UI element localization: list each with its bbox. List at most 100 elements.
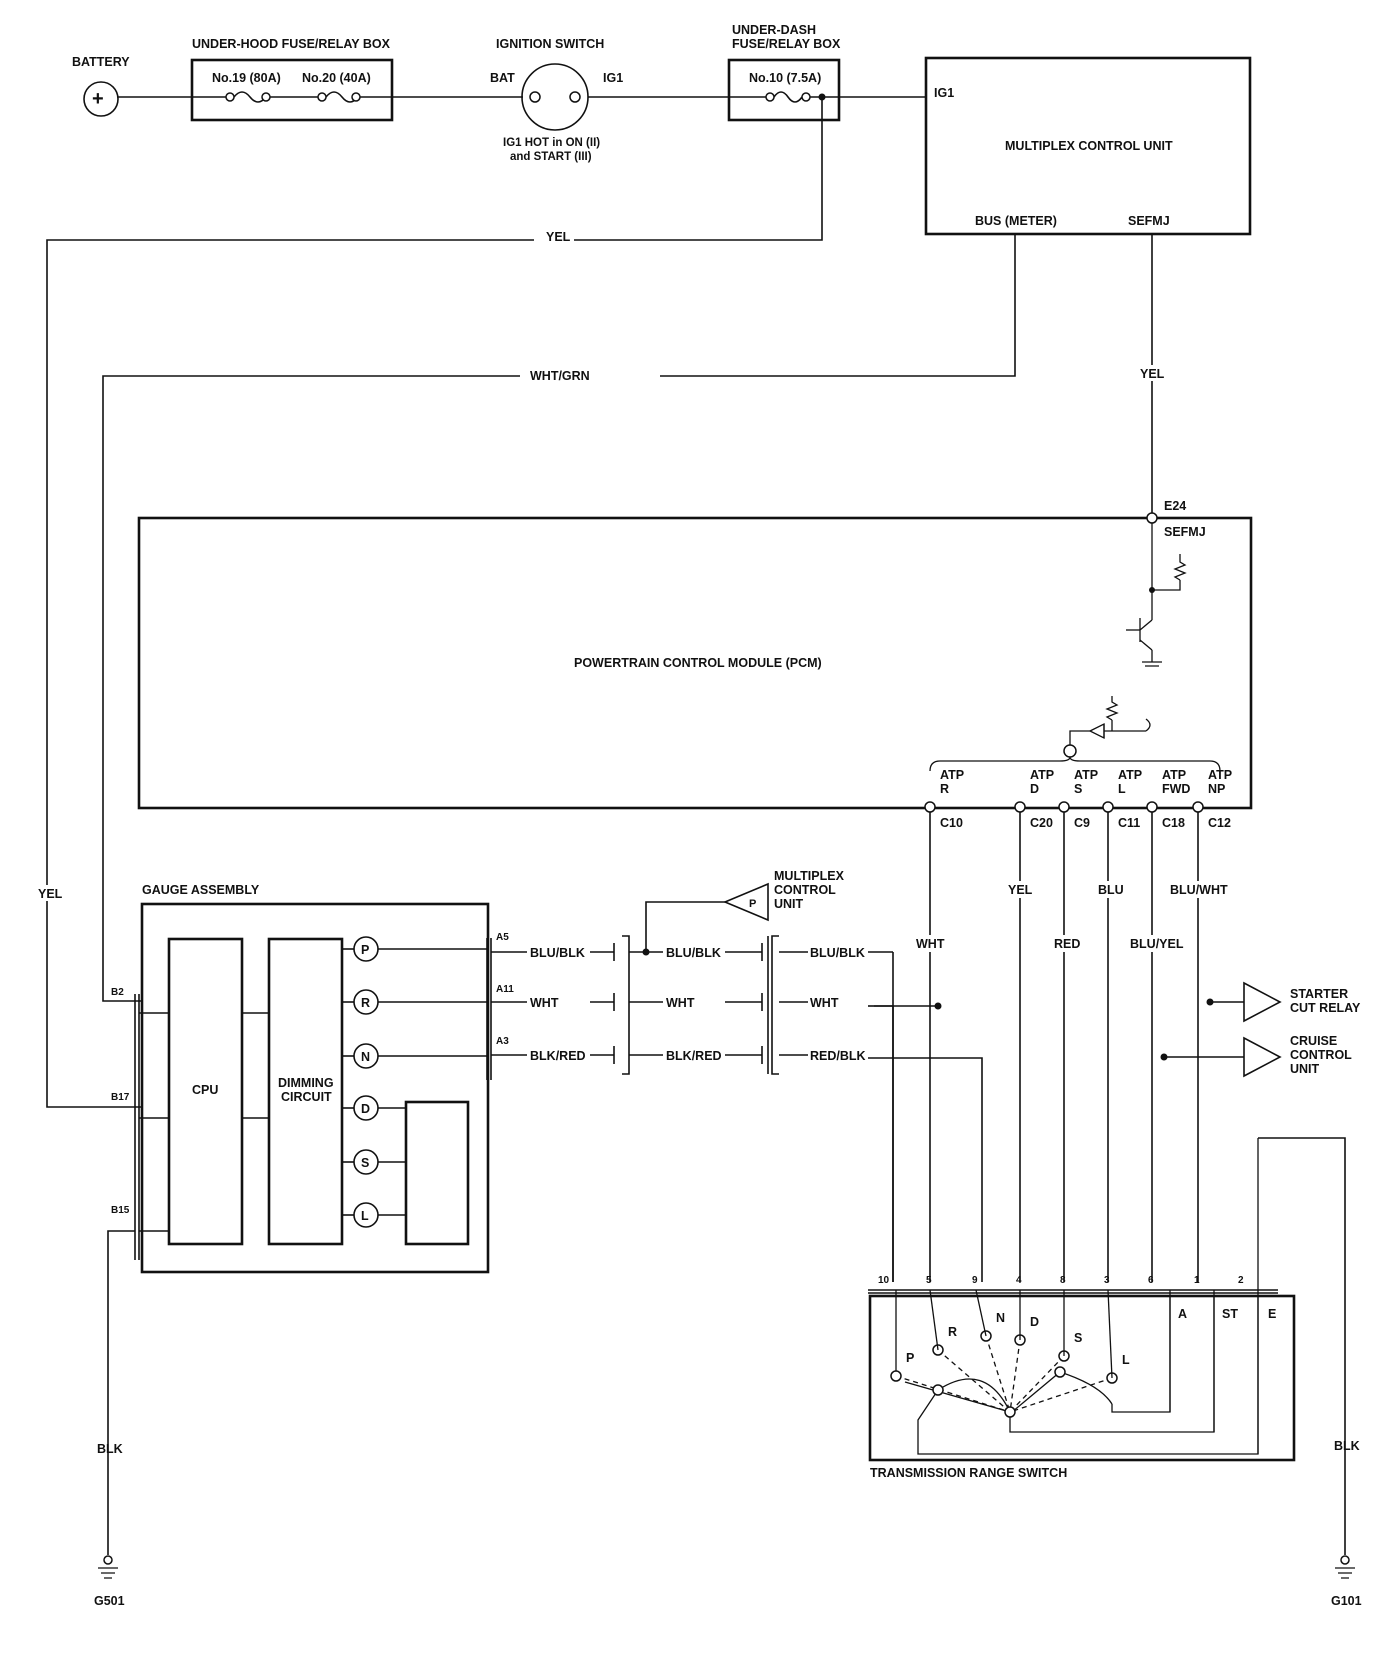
fuse-no10-label: No.10 (7.5A) — [749, 71, 821, 85]
fuse-no19-label: No.19 (80A) — [212, 71, 281, 85]
pcm-pin-name2: D — [1030, 782, 1039, 796]
gauge-pin-right: A3 — [496, 1036, 509, 1047]
range-terminal-label: 10 — [878, 1275, 890, 1286]
starter-relay-line1: STARTER — [1290, 987, 1348, 1001]
ground-icon — [1142, 661, 1162, 667]
pcm-wire-label: BLU/WHT — [1170, 883, 1228, 897]
pcm-pin-name1: ATP — [1162, 768, 1186, 782]
gauge-pin-left: B15 — [111, 1205, 130, 1216]
pcm-pin-code: C18 — [1162, 816, 1185, 830]
pcm-wire-label: YEL — [1008, 883, 1033, 897]
gauge-pin-left: B2 — [111, 987, 124, 998]
gauge-title: GAUGE ASSEMBLY — [142, 883, 260, 897]
pcm-pin-c11 — [1102, 801, 1114, 813]
indicator-driver-block — [404, 1100, 470, 1246]
pcm-pin-code: C12 — [1208, 816, 1231, 830]
dimming-label-line1: DIMMING — [278, 1076, 334, 1090]
pcm-pin-name2: NP — [1208, 782, 1225, 796]
range-position-label: S — [1074, 1331, 1082, 1345]
pcm-wire-label: RED — [1054, 937, 1080, 951]
pcm-pin-c20 — [1014, 801, 1026, 813]
underdash-title-line2: FUSE/RELAY BOX — [732, 37, 841, 51]
multiplex-ref-line1: MULTIPLEX — [774, 869, 845, 883]
pcm-pin-code: C10 — [940, 816, 963, 830]
cruise-line2: CONTROL — [1290, 1048, 1352, 1062]
indicator-letter: L — [361, 1209, 369, 1223]
range-switch-title: TRANSMISSION RANGE SWITCH — [870, 1466, 1067, 1480]
range-terminal-label: 3 — [1104, 1275, 1110, 1286]
dimming-label-line2: CIRCUIT — [281, 1090, 332, 1104]
cpu-block — [167, 937, 244, 1246]
gauge-pin-right: A11 — [496, 984, 514, 995]
transmission-range-switch: TRANSMISSION RANGE SWITCH A ST E — [868, 1138, 1296, 1480]
multiplex-ref-triangle-icon — [722, 882, 769, 922]
harness-wire-label: BLK/RED — [530, 1049, 586, 1063]
range-position-label: N — [996, 1311, 1005, 1325]
underdash-title-line1: UNDER-DASH — [732, 23, 816, 37]
wire-yel-sefmj-label: YEL — [1140, 367, 1165, 381]
pcm-pin-name2: FWD — [1162, 782, 1190, 796]
indicator-letter: S — [361, 1156, 369, 1170]
pcm-pin-c9 — [1058, 801, 1070, 813]
underdash-fuse-relay-box: UNDER-DASH FUSE/RELAY BOX No.10 (7.5A) — [727, 23, 841, 122]
mcu-bus-label: BUS (METER) — [975, 214, 1057, 228]
harness-wire-label: BLU/BLK — [530, 946, 585, 960]
pcm-pin-name1: ATP — [1030, 768, 1054, 782]
range-terminal-label: 9 — [972, 1275, 978, 1286]
ground-icon — [1335, 1567, 1355, 1579]
range-contact-e: E — [1268, 1307, 1276, 1321]
pcm-wire-label: WHT — [916, 937, 945, 951]
cruise-line3: UNIT — [1290, 1062, 1320, 1076]
mcu-ig1-label: IG1 — [934, 86, 954, 100]
range-contact-st: ST — [1222, 1307, 1238, 1321]
range-position-label: L — [1122, 1353, 1130, 1367]
multiplex-control-unit: IG1 MULTIPLEX CONTROL UNIT BUS (METER) S… — [924, 56, 1252, 236]
pcm-pin-name1: ATP — [1118, 768, 1142, 782]
indicator-letter: D — [361, 1102, 370, 1116]
underhood-fuse-relay-box: UNDER-HOOD FUSE/RELAY BOX No.19 (80A) No… — [190, 37, 394, 122]
cpu-label: CPU — [192, 1083, 218, 1097]
ignition-switch-title: IGNITION SWITCH — [496, 37, 604, 51]
pcm-pin-c10 — [924, 801, 936, 813]
pcm-pin-name2: R — [940, 782, 949, 796]
range-terminal-label: 5 — [926, 1275, 932, 1286]
starter-cut-relay: STARTER CUT RELAY — [1243, 981, 1361, 1023]
ground-g501-label: G501 — [94, 1594, 125, 1608]
diode-icon — [1088, 722, 1105, 740]
pcm-pin-group: ATPRC10ATPDC20ATPSC9ATPLC11ATPFWDC18ATPN… — [913, 768, 1236, 1282]
ignition-note-line1: IG1 HOT in ON (II) — [503, 137, 600, 149]
range-position-p — [890, 1370, 902, 1382]
ignition-switch: IGNITION SWITCH BAT IG1 IG1 HOT in ON (I… — [490, 37, 623, 163]
wire-yel-left-label: YEL — [38, 887, 63, 901]
range-terminal-label: 6 — [1148, 1275, 1154, 1286]
indicator-letter: P — [361, 943, 369, 957]
pcm-pin-code: C11 — [1118, 816, 1140, 830]
indicator-letter: R — [361, 996, 370, 1010]
pcm-pin-name1: ATP — [1208, 768, 1232, 782]
multiplex-control-unit-ref: P MULTIPLEX CONTROL UNIT — [722, 869, 845, 922]
pcm-sefmj-label: SEFMJ — [1164, 525, 1206, 539]
harness-wire-label: RED/BLK — [810, 1049, 866, 1063]
starter-relay-triangle-icon — [1243, 981, 1282, 1023]
range-terminal-label: 4 — [1016, 1275, 1022, 1286]
multiplex-ref-line3: UNIT — [774, 897, 804, 911]
harness-wire-label: WHT — [530, 996, 559, 1010]
harness-wire-label: BLK/RED — [666, 1049, 722, 1063]
battery: BATTERY + — [72, 55, 130, 117]
fuse-terminal-icon — [225, 92, 235, 102]
cruise-control-unit: CRUISE CONTROL UNIT — [1243, 1034, 1352, 1078]
ground-g101: G101 — [1331, 1555, 1362, 1608]
resistor-icon — [1173, 554, 1187, 581]
harness-wire-label: BLU/BLK — [666, 946, 721, 960]
powertrain-control-module: POWERTRAIN CONTROL MODULE (PCM) E24 SEFM… — [137, 499, 1253, 810]
gauge-pin-right: A5 — [496, 932, 509, 943]
connector-bracket-right — [771, 935, 779, 1075]
pcm-pin-code: C20 — [1030, 816, 1053, 830]
underhood-box-title: UNDER-HOOD FUSE/RELAY BOX — [192, 37, 391, 51]
cruise-triangle-icon — [1243, 1036, 1282, 1078]
